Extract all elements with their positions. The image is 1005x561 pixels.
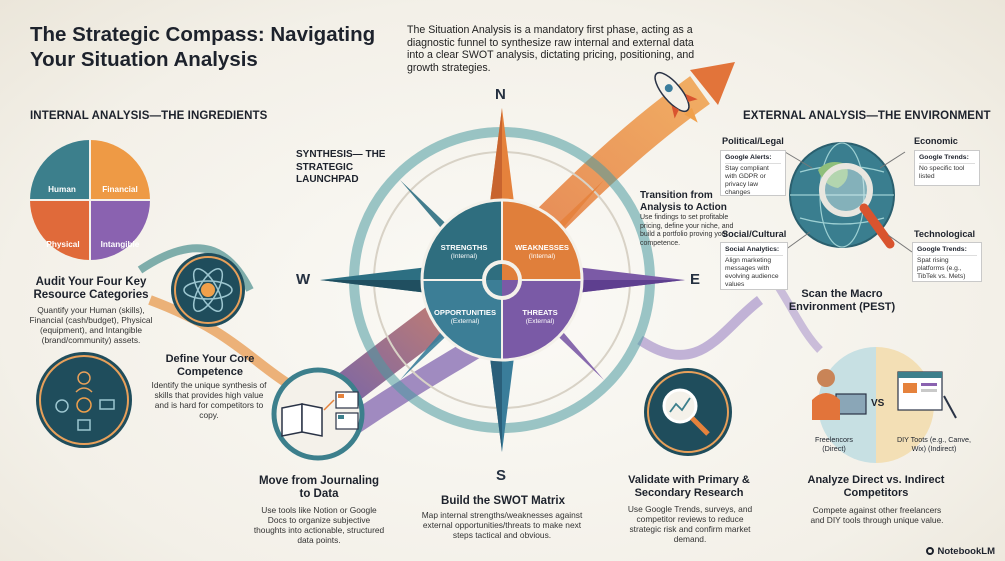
political-heading: Political/Legal [722, 136, 784, 146]
political-box: Google Alerts:Stay compliant with GDPR o… [720, 150, 786, 196]
swot-opportunities: OPPORTUNITIES(External) [433, 308, 497, 325]
vs-label: VS [871, 398, 885, 409]
quadrant-intangible: Intangible [100, 240, 140, 249]
quadrant-physical: Physical [46, 240, 80, 249]
journal-title: Move from Journaling to Data [258, 475, 380, 500]
economic-box: Google Trends:No specific tool listed [914, 150, 980, 186]
internal-heading: INTERNAL ANALYSIS—THE INGREDIENTS [30, 110, 268, 122]
brand-name: NotebookLM [937, 546, 995, 557]
indirect-competitor-label: DIY Toots (e.g., Canve, Wix) (Indirect) [896, 435, 972, 453]
core-text: Identify the unique synthesis of skills … [151, 380, 267, 420]
swot-strengths: STRENGTHS(Internal) [440, 243, 488, 260]
page-title: The Strategic Compass: Navigating Your S… [30, 23, 376, 71]
social-box: Social Analytics:Align marketing message… [720, 242, 788, 290]
audit-text: Quantify your Human (skills), Financial … [29, 305, 153, 345]
core-title: Define Your Core Competence [165, 353, 255, 378]
validate-title: Validate with Primary & Secondary Resear… [628, 474, 750, 499]
transition-title: Transition from Analysis to Action [640, 190, 727, 213]
compass-south: S [496, 467, 507, 484]
swot-threats: THREATS(External) [522, 308, 558, 325]
synthesis-label: SYNTHESIS— THE STRATEGIC LAUNCHPAD [296, 149, 386, 185]
direct-competitor-label: Freelencors (Direct) [815, 435, 853, 453]
compass-west: W [296, 271, 311, 288]
swot-weaknesses: WEAKNESSES(Internal) [514, 243, 569, 260]
pest-title: Scan the Macro Environment (PEST) [788, 288, 896, 313]
brand-mark-icon [926, 547, 935, 555]
technological-box: Google Trends:Spat rising platforms (e.g… [912, 242, 982, 282]
compass-east: E [690, 271, 701, 288]
external-heading: EXTERNAL ANALYSIS—THE ENVIRONMENT [743, 110, 991, 122]
quadrant-human: Human [48, 185, 76, 194]
swot-title: Build the SWOT Matrix [441, 495, 565, 507]
quadrant-financial: Financial [102, 185, 138, 194]
swot-text: Map internal strengths/weaknesses agains… [421, 510, 583, 540]
economic-heading: Economic [914, 136, 958, 146]
technological-heading: Technological [914, 229, 976, 239]
competitors-text: Compete against other freelancers and DI… [810, 505, 944, 525]
social-heading: Social/Cultural [722, 229, 787, 239]
competitors-title: Analyze Direct vs. Indirect Competitors [807, 474, 945, 499]
compass-north: N [495, 86, 506, 103]
validate-text: Use Google Trends, surveys, and competit… [627, 504, 753, 544]
intro-text: The Situation Analysis is a mandatory fi… [407, 24, 695, 74]
journal-text: Use tools like Notion or Google Docs to … [253, 505, 385, 545]
brand-logo: NotebookLM [926, 546, 995, 557]
transition-text: Use findings to set profitable pricing, … [640, 214, 734, 247]
audit-title: Audit Your Four Key Resource Categories [33, 276, 149, 301]
